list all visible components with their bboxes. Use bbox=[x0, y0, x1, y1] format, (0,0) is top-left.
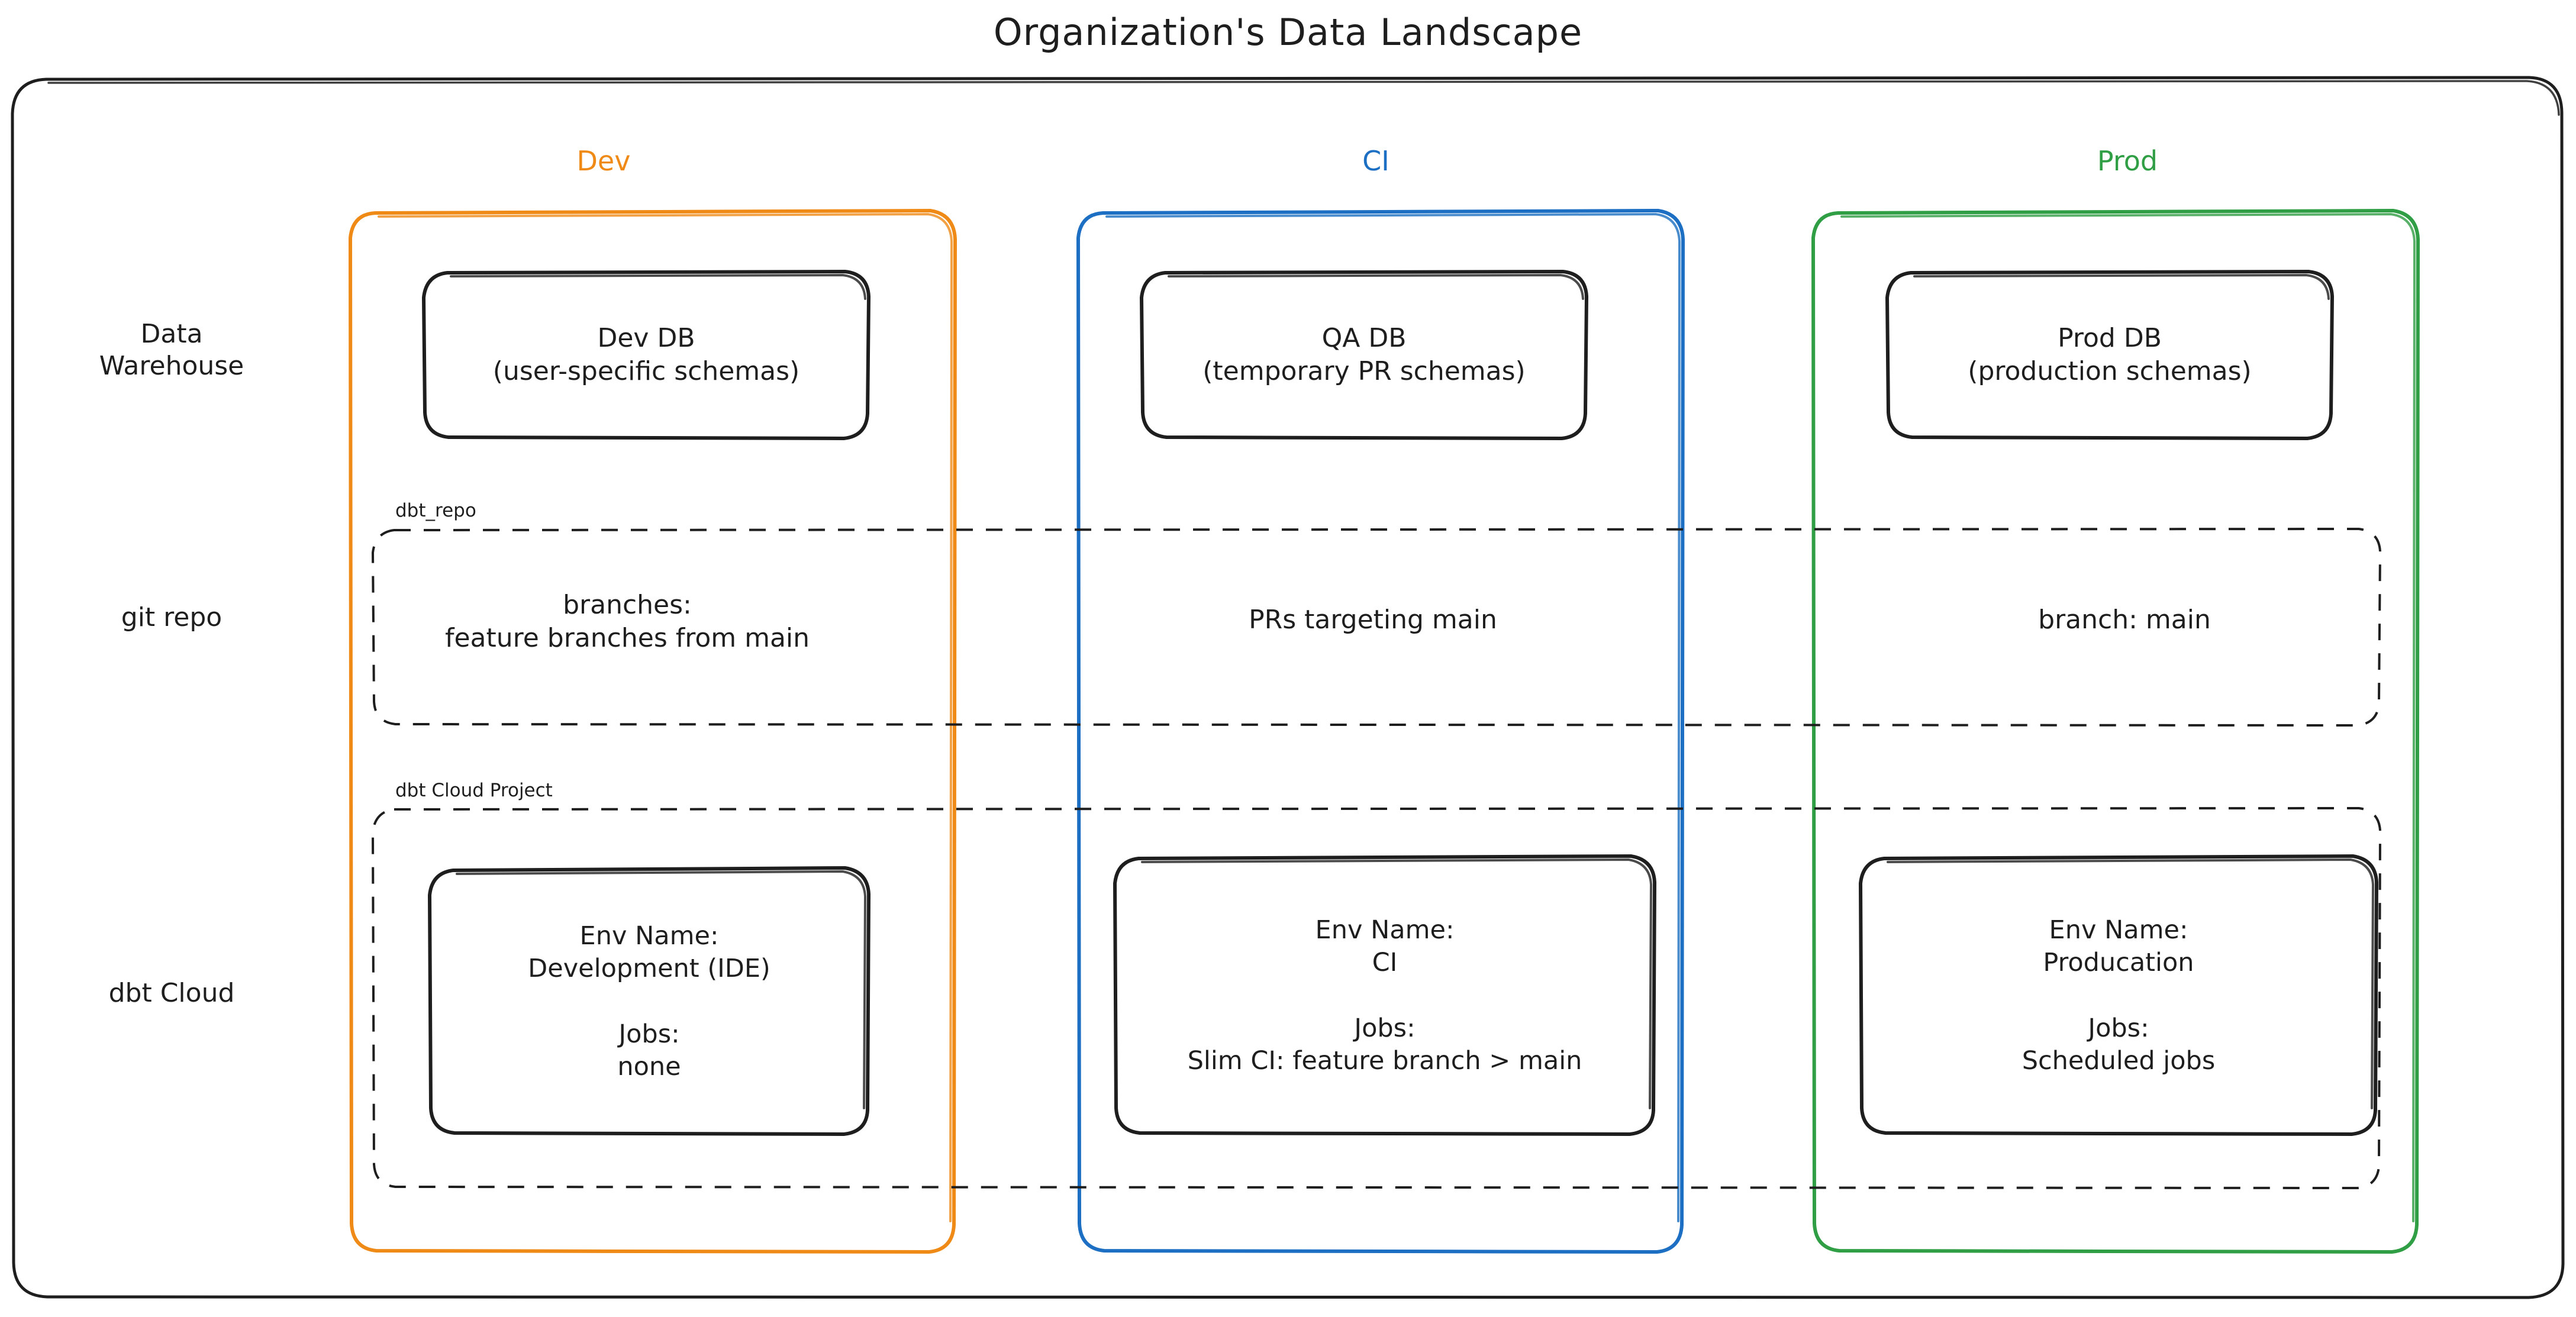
node-qa-db-label: QA DB (temporary PR schemas) bbox=[1202, 322, 1526, 386]
node-dev-db-label: Dev DB (user-specific schemas) bbox=[492, 322, 800, 386]
node-dbt-cloud-dev[interactable]: Env Name: Development (IDE) Jobs: none bbox=[427, 866, 871, 1138]
node-prod-db[interactable]: Prod DB (production schemas) bbox=[1885, 269, 2335, 441]
outer-frame bbox=[11, 76, 2565, 1300]
row-label-data-warehouse: Data Warehouse bbox=[99, 319, 244, 381]
git-repo-ci-text: PRs targeting main bbox=[1249, 605, 1497, 635]
node-dbt-cloud-dev-label: Env Name: Development (IDE) Jobs: none bbox=[528, 921, 770, 1082]
node-dbt-cloud-prod-label: Env Name: Producation Jobs: Scheduled jo… bbox=[2022, 915, 2216, 1076]
row-label-dbt-cloud: dbt Cloud bbox=[108, 978, 235, 1008]
git-repo-prod-text: branch: main bbox=[2038, 605, 2211, 635]
group-label-dbt-cloud-project: dbt Cloud Project bbox=[395, 780, 553, 801]
env-column-dev bbox=[348, 208, 957, 1255]
node-dbt-cloud-ci-label: Env Name: CI Jobs: Slim CI: feature bran… bbox=[1187, 915, 1582, 1076]
page-title: Organization's Data Landscape bbox=[993, 11, 1583, 54]
column-header-ci: CI bbox=[1362, 145, 1389, 177]
env-column-prod bbox=[1811, 208, 2420, 1255]
group-dbt-repo bbox=[370, 527, 2382, 728]
node-qa-db[interactable]: QA DB (temporary PR schemas) bbox=[1139, 269, 1589, 441]
env-column-ci bbox=[1076, 208, 1685, 1255]
column-header-dev: Dev bbox=[576, 145, 631, 177]
node-dbt-cloud-ci[interactable]: Env Name: CI Jobs: Slim CI: feature bran… bbox=[1113, 854, 1657, 1138]
group-label-dbt-repo: dbt_repo bbox=[395, 500, 476, 521]
row-label-git-repo: git repo bbox=[121, 602, 223, 632]
git-repo-dev-text: branches: feature branches from main bbox=[444, 590, 810, 654]
column-header-prod: Prod bbox=[2097, 145, 2158, 177]
node-dbt-cloud-prod[interactable]: Env Name: Producation Jobs: Scheduled jo… bbox=[1858, 854, 2379, 1138]
group-dbt-cloud-project bbox=[370, 806, 2382, 1190]
node-prod-db-label: Prod DB (production schemas) bbox=[1968, 322, 2252, 386]
node-dev-db[interactable]: Dev DB (user-specific schemas) bbox=[421, 269, 871, 441]
